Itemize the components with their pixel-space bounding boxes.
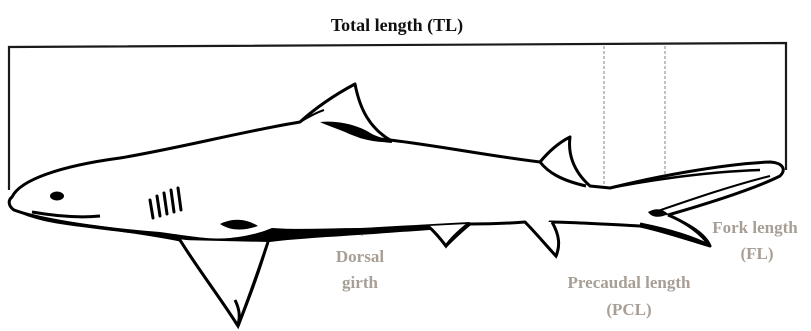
fork-length-line-2: (FL) <box>740 244 773 263</box>
total-length-label: Total length (TL) <box>331 15 463 36</box>
precaudal-length-line-1: Precaudal length <box>568 273 691 292</box>
eye <box>50 192 64 201</box>
pelvic-fin <box>428 224 468 246</box>
precaudal-length-line-2: (PCL) <box>606 300 651 319</box>
dorsal-girth-label: Dorsal girth <box>336 247 384 292</box>
pectoral-fin <box>180 240 268 326</box>
fork-length-label: Fork length (FL) <box>712 218 798 263</box>
fork-length-line-1: Fork length <box>712 218 798 237</box>
dorsal-girth-line-2: girth <box>342 273 378 292</box>
precaudal-length-label: Precaudal length (PCL) <box>568 273 691 319</box>
anal-fin <box>525 222 559 256</box>
dorsal-girth-line-1: Dorsal <box>336 247 384 266</box>
